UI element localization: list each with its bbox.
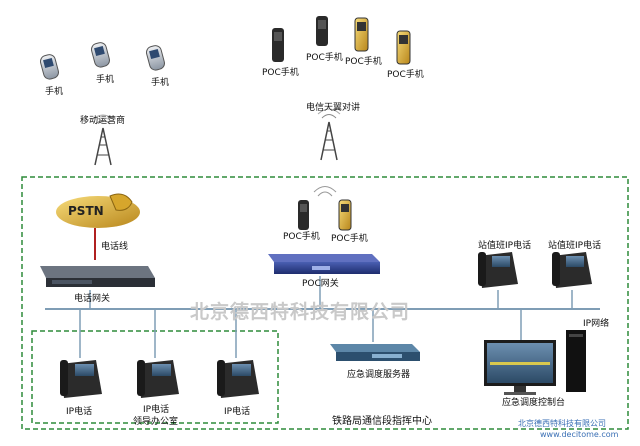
mobile-tower-icon (91, 114, 115, 166)
mobile-phone-label: 手机 (151, 78, 170, 88)
mobile-operator-label: 移动运营商 (80, 116, 126, 126)
duty-ip-phone-label: 站值班IP电话 (548, 241, 602, 251)
poc-phone-label: POC手机 (345, 57, 382, 67)
phone-gateway-label: 电话网关 (74, 294, 111, 304)
pstn-label: PSTN (68, 204, 104, 218)
ip-phone-icon (137, 360, 179, 398)
phone-line-label: 电话线 (101, 242, 129, 252)
ip-network-label: IP网络 (583, 319, 610, 329)
poc-phone-label: POC手机 (306, 53, 343, 63)
dispatch-console-device (484, 330, 586, 395)
poc-gateway-label: POC网关 (302, 279, 339, 289)
ip-phone-icon (478, 252, 518, 288)
ip-phone-label: IP电话 (66, 407, 93, 417)
telecom-tower-icon (317, 108, 341, 161)
mobile-phone-icon (145, 45, 165, 71)
source-company-text: 北京德西特科技有限公司 (518, 419, 606, 428)
watermark-text: 北京德西特科技有限公司 (190, 301, 411, 323)
poc-phone-icon (338, 199, 352, 231)
poc-phone-label: POC手机 (262, 68, 299, 78)
ip-phone-label: IP电话 (224, 407, 251, 417)
mobile-phone-icon (39, 54, 59, 80)
dispatch-console-label: 应急调度控制台 (502, 398, 566, 408)
poc-phone-label: POC手机 (331, 234, 368, 244)
telecom-label: 电信天翼对讲 (306, 103, 361, 113)
mobile-phone-label: 手机 (45, 87, 64, 97)
mobile-phone-label: 手机 (96, 75, 115, 85)
poc-phone-icon (298, 200, 309, 230)
outer-dashed-boundary (21, 176, 629, 430)
poc-phone-icon (272, 28, 284, 62)
poc-signal-icon (313, 186, 337, 197)
source-url-text: www.decitome.com (540, 430, 619, 439)
mobile-phone-icon (90, 42, 110, 68)
dispatch-server-label: 应急调度服务器 (347, 370, 411, 380)
pstn-cloud-icon (56, 193, 140, 228)
poc-phone-icon (396, 30, 411, 65)
poc-phone-label: POC手机 (387, 70, 424, 80)
poc-phone-icon (354, 17, 369, 52)
poc-phone-icon (316, 16, 328, 46)
ip-phone-icon (60, 360, 102, 398)
poc-gateway-device (268, 254, 380, 274)
leader-office-label: 领导办公室 (133, 417, 179, 427)
dispatch-server-device (330, 344, 420, 361)
ip-phone-icon (552, 252, 592, 288)
phone-gateway-device (40, 266, 155, 287)
ip-phone-label: IP电话 (143, 405, 170, 415)
poc-phone-label: POC手机 (283, 232, 320, 242)
ip-phone-icon (217, 360, 259, 398)
duty-ip-phone-label: 站值班IP电话 (478, 241, 532, 251)
railway-center-label: 铁路局通信段指挥中心 (332, 416, 432, 427)
